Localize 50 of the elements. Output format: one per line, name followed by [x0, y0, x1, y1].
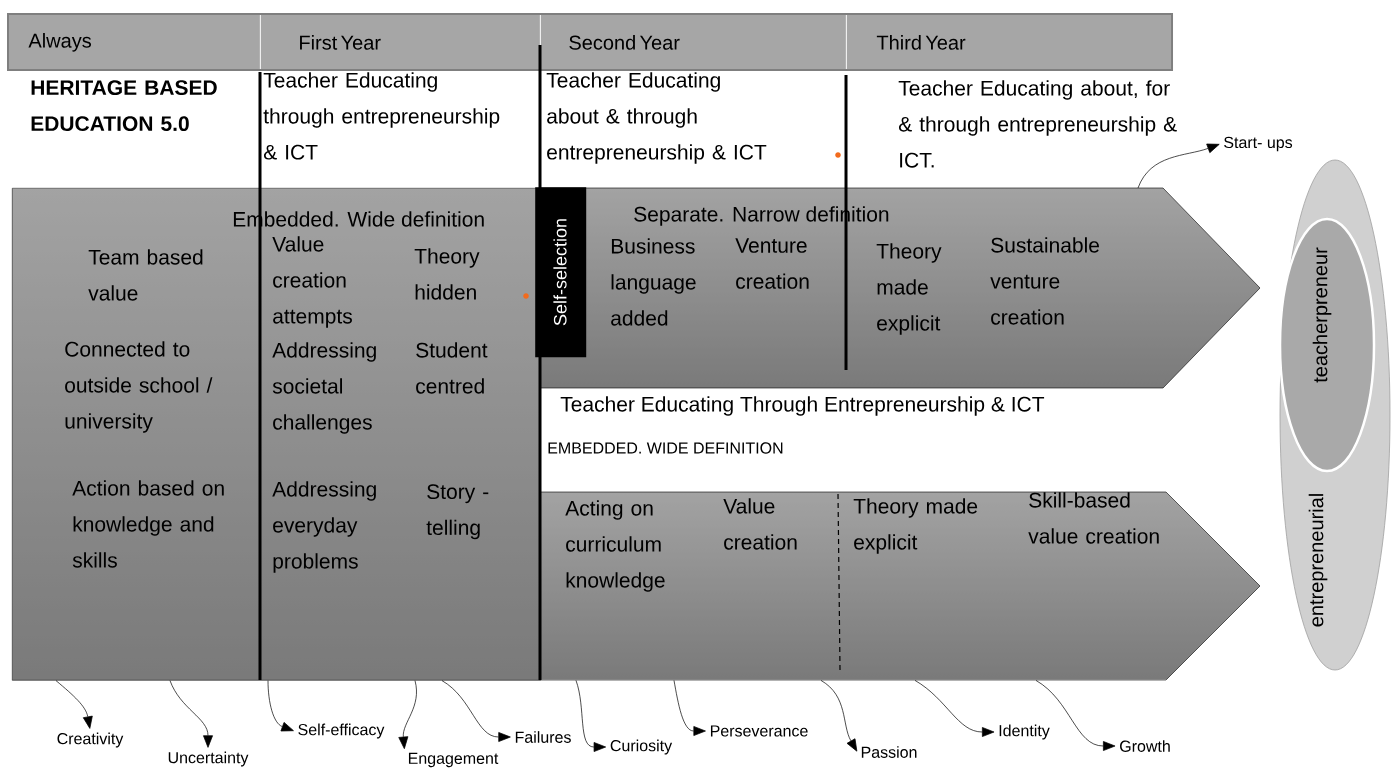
caption-text: HERITAGE BASED EDUCATION 5.0 [31, 80, 217, 132]
curved-arrow [55, 680, 93, 729]
panel-text: Action based on knowledge and skills [72, 480, 224, 568]
panel-text: Theory made explicit [876, 243, 942, 335]
panel-text: Value creation attempts [272, 236, 352, 328]
outcome-word: Perseverance [710, 725, 808, 737]
panel-text: Theory hidden [414, 248, 480, 300]
curved-arrow [169, 680, 213, 748]
outcome-word: Failures [515, 731, 571, 743]
curved-arrow [914, 680, 995, 737]
curved-arrow [441, 680, 511, 742]
panel-text: Value creation [723, 498, 797, 550]
caption-text: Teacher Educating about & through entrepreneurship & ICT [546, 72, 767, 164]
caption-text: Teacher Educating about, for & through entrepreneurship & ICT. [898, 80, 1177, 168]
outcome-word: Engagement [408, 752, 499, 768]
header-cell: Always [8, 14, 261, 71]
caption-text: Teacher Educating through entrepreneurship & ICT [263, 72, 500, 160]
header-cell: Third Year [846, 14, 1173, 71]
outcome-word: Creativity [57, 732, 124, 748]
curved-arrow [267, 680, 294, 732]
curved-arrow [820, 680, 858, 752]
outcome-word: Uncertainty [168, 751, 249, 767]
panel-text: Business language added [611, 238, 696, 326]
outcome-word: Identity [999, 724, 1050, 740]
panel-text: Addressing societal challenges [272, 342, 376, 434]
outcome-word: Self-efficacy [298, 723, 385, 739]
header-cell: Second Year [540, 14, 847, 71]
panel-text: Sustainable venture creation [990, 237, 1099, 325]
panel-text: Addressing everyday problems [272, 481, 376, 573]
curved-arrow [1035, 680, 1116, 751]
panel-text: Acting on curriculum knowledge [565, 500, 665, 592]
curved-arrow [575, 680, 607, 752]
curved-arrow [673, 680, 706, 736]
outcome-word: Growth [1120, 740, 1170, 752]
panel-text: Story - telling [426, 484, 489, 540]
caption-text: Teacher Educating Through Entrepreneurship & ICT [560, 396, 1045, 416]
panel-text: Team based value [88, 249, 203, 301]
panel-text: Theory made explicit [853, 498, 978, 554]
outcome-word: Start- ups [1224, 136, 1293, 152]
curved-arrow [398, 680, 417, 750]
panel-text: Venture creation [735, 238, 809, 289]
panel-text: Skill-based value creation [1028, 492, 1159, 544]
header-cell: First Year [260, 14, 541, 71]
curved-arrow [1137, 143, 1220, 189]
self-selection-tab: Self-selection [535, 187, 587, 358]
caption-text: EMBEDDED. WIDE DEFINITION [548, 442, 783, 454]
panel-text: Connected to outside school / university [65, 341, 213, 433]
panel-text: Student centred [416, 342, 488, 394]
outcome-word: Passion [861, 746, 917, 758]
outcome-word: Curiosity [610, 739, 673, 755]
